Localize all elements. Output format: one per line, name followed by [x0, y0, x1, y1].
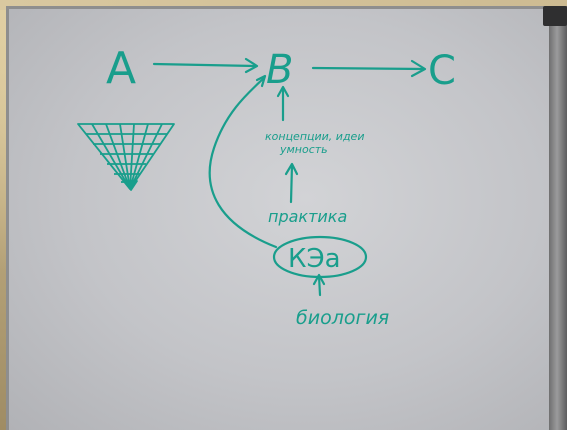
- letter-a: A: [106, 43, 136, 94]
- curved-arrow-kea-to-b: [208, 76, 278, 249]
- arrow-b-to-c: [311, 66, 426, 71]
- arrow-a-to-b: [152, 62, 258, 68]
- letter-b: B: [266, 47, 293, 93]
- note-kea: КЭа: [288, 244, 341, 274]
- arrow-practice-to-concepts: [289, 163, 294, 204]
- note-practice: практика: [268, 207, 347, 226]
- arrow-biology-to-kea: [317, 274, 322, 297]
- letter-c: C: [428, 48, 456, 94]
- wall: [0, 0, 567, 10]
- kea-ellipse: [272, 235, 368, 279]
- whiteboard-surface: [9, 9, 549, 430]
- note-concepts: концепции, идеи: [265, 130, 364, 143]
- note-concepts-2: умность: [279, 143, 328, 156]
- whiteboard-side-rail: [549, 6, 567, 430]
- funnel-sketch: [77, 123, 175, 191]
- whiteboard-corner-cap: [543, 6, 567, 26]
- note-biology: биология: [296, 307, 389, 329]
